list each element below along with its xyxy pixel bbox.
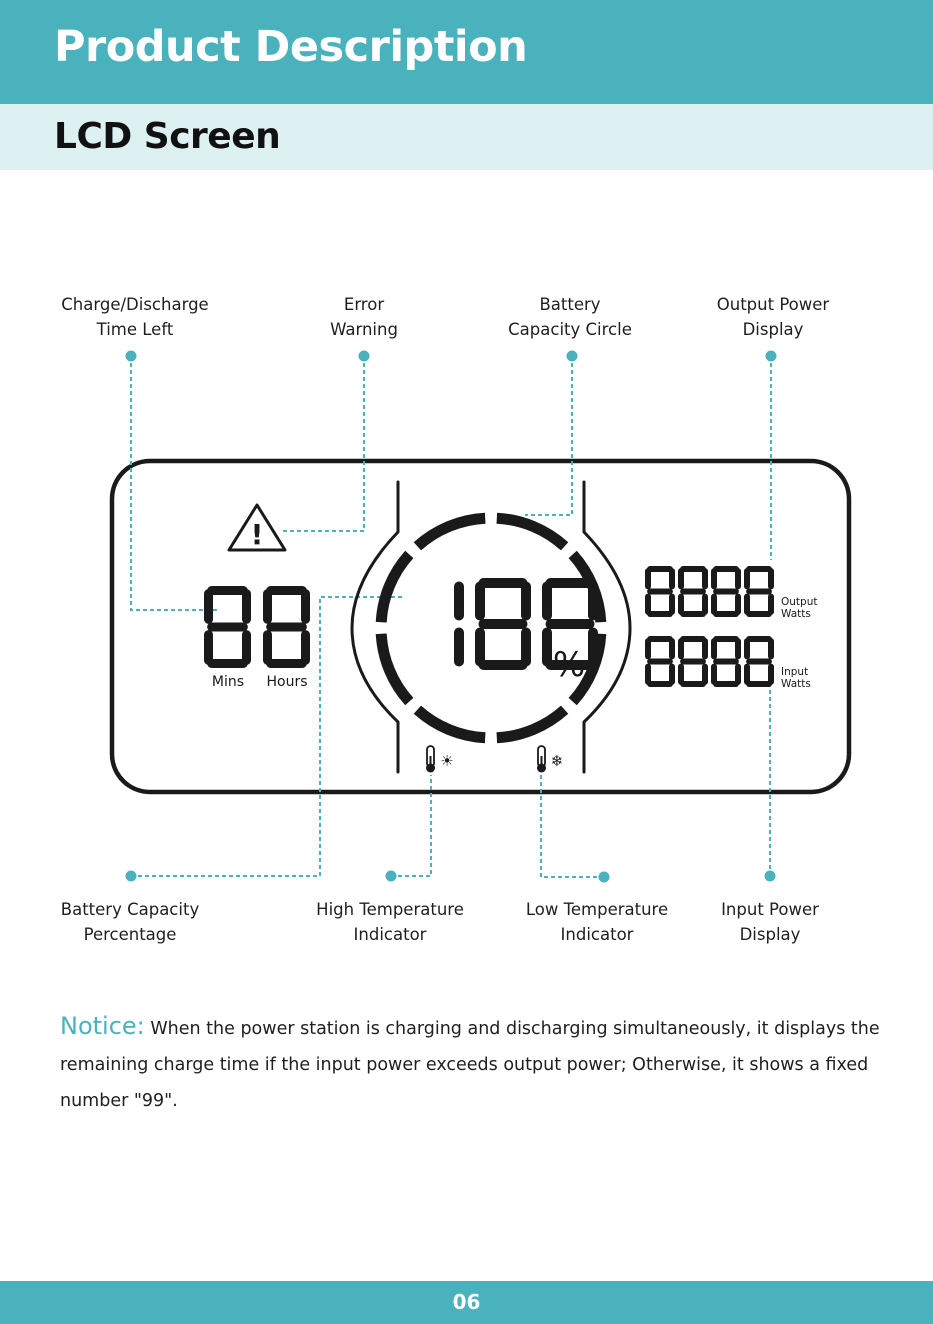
output-digits: [645, 566, 774, 617]
ring-segment-8: [413, 512, 486, 551]
ring-segment-3: [568, 633, 607, 706]
input-digit-3: [711, 636, 741, 687]
leader-lines: [130, 356, 772, 878]
input-digit-2: [678, 636, 708, 687]
ring-segment-7: [375, 550, 414, 623]
hours-label: Hours: [266, 674, 307, 690]
high-temperature-icon: ☀: [426, 745, 454, 773]
page-title: Product Description: [54, 22, 528, 72]
low-temperature-icon: ❄: [537, 745, 564, 773]
right-bracket: [582, 480, 632, 774]
dot-error: [358, 350, 370, 362]
leader-error: [282, 356, 365, 532]
percent-digit-2: [475, 578, 531, 670]
ring-segment-5: [413, 705, 486, 744]
percent-digit-3: [542, 578, 598, 670]
input-label-2: Watts: [781, 678, 811, 690]
circle-brackets: [350, 480, 632, 774]
notice-paragraph: Notice: When the power station is chargi…: [60, 1008, 880, 1119]
lcd-frame: [109, 458, 852, 795]
dot-capacity-circle: [566, 350, 578, 362]
input-digits: [645, 636, 774, 687]
snowflake-icon: ❄: [551, 752, 564, 770]
ring-segment-6: [375, 633, 414, 706]
input-label-1: Input: [781, 666, 808, 678]
leader-low-temp: [540, 775, 604, 878]
page-footer: 06: [0, 1281, 933, 1324]
output-digit-1: [645, 566, 675, 617]
input-digit-4: [744, 636, 774, 687]
time-digit-2: [263, 586, 310, 668]
left-bracket: [350, 480, 400, 774]
output-digit-4: [744, 566, 774, 617]
output-digit-3: [711, 566, 741, 617]
page-header: Product Description: [0, 0, 933, 104]
time-digit-1: [204, 586, 251, 668]
output-digit-2: [678, 566, 708, 617]
dot-time-left: [125, 350, 137, 362]
warning-icon: !: [227, 503, 287, 552]
section-header: LCD Screen: [0, 104, 933, 170]
page-number: 06: [452, 1290, 481, 1314]
notice-text: When the power station is charging and d…: [60, 1019, 880, 1111]
dot-capacity-percentage: [125, 870, 137, 882]
leader-time-left: [130, 356, 220, 611]
input-digit-1: [645, 636, 675, 687]
leader-dots: [125, 350, 777, 883]
dot-low-temp: [598, 871, 610, 883]
ring-segment-1: [496, 512, 569, 551]
output-label-1: Output: [781, 596, 817, 608]
leader-capacity-percentage: [131, 596, 405, 877]
output-label-2: Watts: [781, 608, 811, 620]
notice-title: Notice:: [60, 1012, 145, 1040]
dot-input-power: [764, 870, 776, 882]
sun-icon: ☀: [440, 752, 453, 770]
mins-label: Mins: [212, 674, 244, 690]
leader-high-temp: [391, 775, 432, 877]
dot-high-temp: [385, 870, 397, 882]
percent-digit-1: [454, 581, 464, 667]
dot-output-power: [765, 350, 777, 362]
time-digits: [204, 586, 310, 668]
percent-digits: [454, 578, 598, 670]
section-title: LCD Screen: [54, 116, 281, 157]
svg-text:!: !: [251, 518, 264, 551]
ring-segment-4: [496, 705, 569, 744]
leader-capacity-circle: [525, 356, 573, 516]
percent-sign: %: [553, 645, 585, 685]
